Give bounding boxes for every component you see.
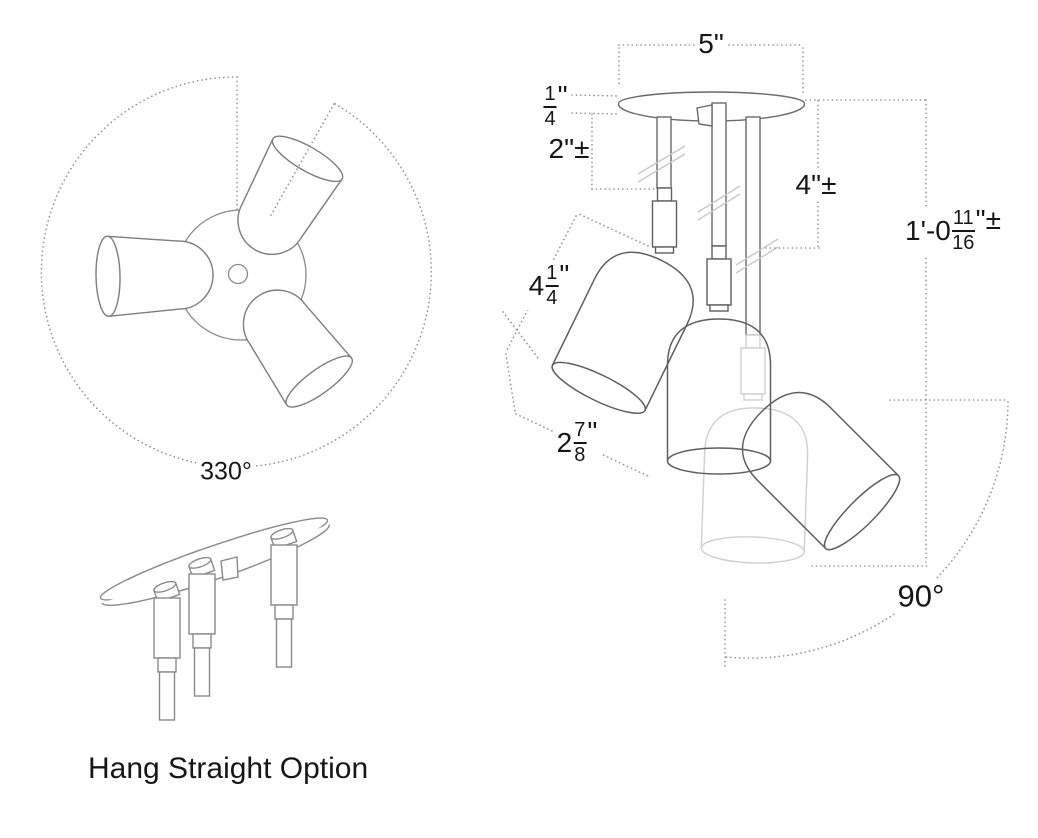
shade-diameter-fraction: 7 8 — [573, 419, 587, 466]
dim-canopy-thickness-label: 1 4 " — [543, 80, 568, 130]
socket-right-ghost — [740, 334, 766, 401]
hang-drop-right — [269, 525, 298, 668]
shade-height-fraction: 1 4 — [545, 262, 559, 309]
hang-straight-drawing — [99, 517, 330, 721]
top-view-shade-left — [94, 233, 215, 318]
dim-overall-height-label: 1'-0 11 16 "± — [902, 206, 1004, 255]
dim-stem-long-label: 4"± — [792, 170, 840, 200]
dim-stem-long-lines — [765, 100, 823, 249]
hang-straight-canopy-bracket — [220, 556, 239, 581]
hang-straight-bracket — [696, 104, 713, 127]
socket-middle — [706, 245, 732, 312]
shade-right-ghost-position — [700, 405, 810, 566]
elevation-drawing — [502, 44, 1009, 669]
overall-height-fraction: 11 16 — [951, 207, 975, 254]
dim-stem-short-label: 2"± — [548, 133, 590, 164]
hang-drop-left — [152, 578, 181, 721]
canopy-center-hole — [227, 263, 249, 285]
dim-rotation-angle-label: 330° — [197, 458, 255, 486]
rotation-radial-angled — [270, 103, 335, 216]
hang-drop-middle — [187, 554, 216, 697]
canopy-thickness-fraction: 1 4 — [543, 83, 557, 130]
dim-tilt-angle-lines — [724, 399, 1009, 669]
dim-overall-height-lines — [805, 99, 929, 567]
socket-left — [651, 187, 678, 254]
top-view-shade-upper-right — [219, 127, 349, 271]
dim-canopy-thickness-lines — [571, 94, 621, 115]
rotation-range-dimension — [40, 76, 433, 468]
dim-shade-height-label: 4 1 4 " — [525, 261, 573, 310]
shade-right-tilted — [724, 374, 909, 559]
stem-left — [656, 116, 672, 189]
dim-canopy-diameter-label: 5" — [695, 29, 727, 59]
dim-shade-diameter-label: 2 7 8 " — [553, 418, 601, 467]
stem-middle — [711, 102, 727, 247]
dim-tilt-angle-label: 90° — [894, 579, 948, 613]
top-view-drawing — [40, 76, 433, 468]
dim-shade-height-lines — [502, 213, 649, 413]
stem-break-marks — [637, 145, 779, 274]
dim-stem-short-lines — [591, 113, 656, 190]
stem-right — [745, 116, 761, 336]
top-view-shade-lower-right — [224, 272, 360, 416]
hang-straight-caption: Hang Straight Option — [88, 752, 369, 785]
